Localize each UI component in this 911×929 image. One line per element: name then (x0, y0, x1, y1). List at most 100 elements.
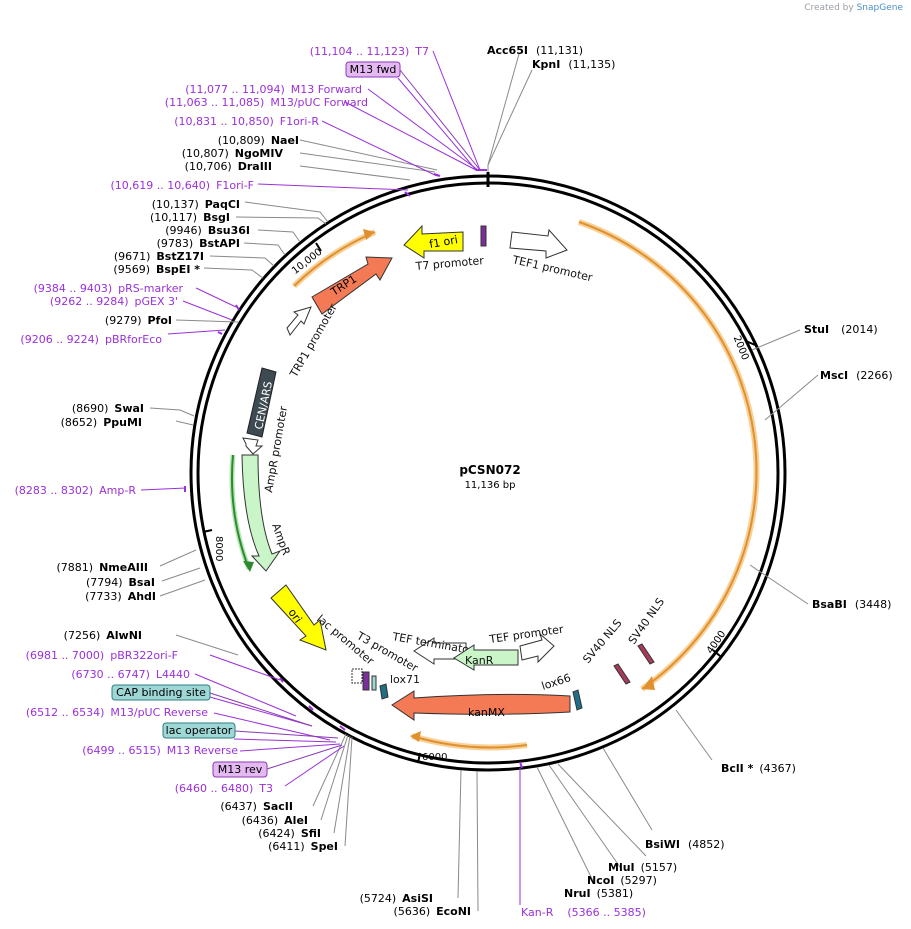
f1-ori-label: f1 ori (428, 233, 459, 251)
enzyme-econi-pos: (5636) (394, 905, 431, 918)
primer-l4440-range: (6730 .. 6747) (71, 668, 150, 681)
sv40-nls-1-mark (613, 663, 631, 685)
enzyme-bstz17i-pos: (9671) (114, 250, 151, 263)
svg-text:(6411)SpeI: (6411) SpeI (268, 840, 338, 853)
t7-promoter-mark (480, 225, 487, 247)
enzyme-ngomiv-name: NgoMIV (235, 147, 284, 160)
plasmid-size: 11,136 bp (465, 480, 516, 491)
svg-text:(10,831 .. 10,850)F1ori-R: (10,831 .. 10,850)F1ori-R (174, 115, 319, 128)
primer-m13-forward-name: M13 Forward (291, 83, 362, 96)
enzyme-bstapi-name: BstAPI (199, 237, 240, 250)
primer-t7-range: (11,104 .. 11,123) (310, 45, 410, 58)
svg-text:KpnI(11,135): KpnI (11,135) (532, 58, 615, 71)
primer-pgex-3-name: pGEX 3' (134, 295, 178, 308)
enzyme-kpni-name: KpnI (532, 58, 560, 71)
enzyme-alei-pos: (6436) (242, 814, 279, 827)
svg-text:(8652)PpuMI: (8652) PpuMI (61, 416, 142, 429)
primer-pbrforeco-name: pBRforEco (105, 333, 162, 346)
enzyme-acc65i-name: Acc65I (487, 44, 528, 57)
svg-text:MscI(2266): MscI(2266) (820, 369, 893, 382)
enzyme-sfii-name: SfiI (301, 827, 321, 840)
enzyme-bsu36i-pos: (9946) (165, 224, 202, 237)
cen-ars-block (246, 367, 277, 438)
lox66-mark (572, 689, 583, 711)
primer-amp-r-range: (8283 .. 8302) (15, 484, 94, 497)
sv40-nls-2-mark (637, 643, 655, 665)
boxed-connectors (209, 69, 481, 770)
enzyme-ahdi-pos: (7733) (85, 590, 122, 603)
enzyme-ppumi-pos: (8652) (61, 416, 98, 429)
snapgene-credit: Created by SnapGene (804, 3, 903, 13)
primer-prs-marker-range: (9384 .. 9403) (34, 282, 113, 295)
svg-text:BsiWI(4852): BsiWI (4852) (645, 838, 725, 851)
primer-pbr322ori-f-range: (6981 .. 7000) (26, 649, 105, 662)
tef1-promoter-arrow (509, 228, 568, 259)
svg-text:BclI *(4367): BclI *(4367) (721, 762, 796, 775)
enzyme-nmeaiii-name: NmeAIII (99, 561, 148, 574)
enzyme-bsabi-pos: (3448) (855, 598, 892, 611)
enzyme-bstz17i-name: BstZ17I (156, 250, 204, 263)
primer-pbr322ori-f-name: pBR322ori-F (110, 649, 178, 662)
enzyme-sfii-pos: (6424) (258, 827, 295, 840)
sv40-nls-2-label: SV40 NLS (626, 596, 667, 647)
tick-6000: 6000 (422, 752, 447, 763)
primer-pbrforeco-range: (9206 .. 9224) (20, 333, 99, 346)
svg-text:(10,117)BsgI: (10,117)BsgI (150, 211, 230, 224)
primer-m13-reverse-range: (6499 .. 6515) (82, 744, 161, 757)
enzyme-bcli-pos: (4367) (759, 762, 796, 775)
tef-promoter-arrow (519, 632, 555, 664)
svg-text:(6424)SfiI: (6424) SfiI (258, 827, 321, 840)
enzyme-stui-name: StuI (804, 323, 829, 336)
enzyme-bsgi-name: BsgI (203, 211, 230, 224)
svg-text:(9783)BstAPI: (9783) BstAPI (157, 237, 240, 250)
lox66-label: lox66 (540, 671, 573, 693)
svg-text:(6499 .. 6515)M13 Reverse: (6499 .. 6515)M13 Reverse (82, 744, 238, 757)
m13-fwd-label: M13 fwd (350, 63, 397, 76)
enzyme-spei-name: SpeI (311, 840, 338, 853)
svg-text:(6436)AleI: (6436)AleI (242, 814, 308, 827)
svg-text:(10,809)NaeI: (10,809)NaeI (218, 134, 299, 147)
kanr-label: KanR (465, 654, 494, 667)
primer-kan-r-name: Kan-R (521, 906, 554, 919)
enzyme-ngomiv-pos: (10,807) (182, 147, 229, 160)
primer-t7-name: T7 (414, 45, 429, 58)
svg-text:(5636)EcoNI: (5636)EcoNI (394, 905, 471, 918)
enzyme-bsiwi-name: BsiWI (645, 838, 680, 851)
enzyme-stui-pos: (2014) (841, 323, 878, 336)
enzyme-spei-pos: (6411) (268, 840, 305, 853)
sv40-nls-1-label: SV40 NLS (580, 617, 624, 666)
svg-text:(6730 .. 6747)L4440: (6730 .. 6747)L4440 (71, 668, 190, 681)
enzyme-bsiwi-pos: (4852) (688, 838, 725, 851)
enzyme-asisi-pos: (5724) (360, 892, 397, 905)
lox71-label: lox71 (390, 673, 420, 686)
enzyme-kpni-pos: (11,135) (568, 58, 615, 71)
enzyme-mlui-pos: (5157) (641, 861, 678, 874)
kanmx-arrow (391, 690, 571, 721)
svg-text:(9569)BspEI *: (9569)BspEI * (113, 263, 200, 276)
kanmx-label: kanMX (468, 706, 505, 719)
enzyme-bstapi-pos: (9783) (157, 237, 194, 250)
primer-m13-puc-forward-range: (11,063 .. 11,085) (165, 96, 265, 109)
ruler-ticks: 2000 4000 6000 8000 10,000 (202, 242, 756, 764)
enzyme-paqci-name: PaqCI (205, 198, 240, 211)
svg-text:(9262 .. 9284)pGEX 3': (9262 .. 9284)pGEX 3' (50, 295, 178, 308)
primer-labels: (11,104 .. 11,123)T7 (11,077 .. 11,094)M… (15, 45, 646, 919)
enzyme-ppumi-name: PpuMI (103, 416, 142, 429)
plasmid-name: pCSN072 (459, 463, 520, 477)
svg-text:(7733)AhdI: (7733) AhdI (85, 590, 156, 603)
enzyme-alwni-name: AlwNI (106, 629, 142, 642)
enzyme-nrui-name: NruI (564, 887, 591, 900)
enzyme-ncoi-name: NcoI (587, 874, 614, 887)
svg-text:(10,807)NgoMIV: (10,807) NgoMIV (182, 147, 284, 160)
svg-text:Kan-R(5366 .. 5385): Kan-R(5366 .. 5385) (521, 906, 646, 919)
svg-text:(11,063 .. 11,085)M13/pUC Forw: (11,063 .. 11,085)M13/pUC Forward (165, 96, 368, 109)
enzyme-swai-pos: (8690) (72, 402, 109, 415)
enzyme-ahdi-name: AhdI (128, 590, 156, 603)
enzyme-naei-name: NaeI (271, 134, 299, 147)
ampr-label: AmpR (269, 522, 293, 558)
cap-binding-site-label: CAP binding site (116, 686, 206, 699)
tef-terminator-arrow (413, 637, 467, 665)
svg-text:(10,619 .. 10,640)F1ori-F: (10,619 .. 10,640)F1ori-F (111, 179, 255, 192)
svg-text:StuI(2014): StuI (2014) (804, 323, 878, 336)
tef-promoter-label: TEF promoter (488, 623, 565, 646)
